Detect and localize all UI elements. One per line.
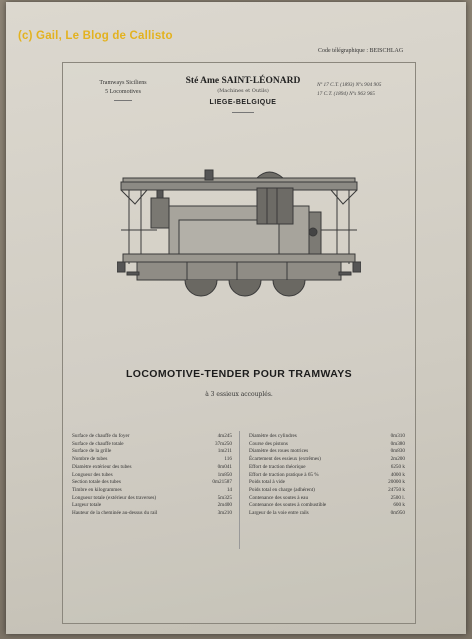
spec-value: 1m850	[217, 471, 232, 478]
spec-row: Course des pistons 0m380	[249, 441, 405, 449]
header-right: Nº 17 C.T. (1893) Nºs 904 905 17 C.T. (1…	[317, 81, 413, 99]
spec-row: Poids total en charge (adhérent) 24750 k	[249, 487, 405, 495]
company-city: LIEGE-BELGIQUE	[209, 99, 277, 106]
spec-value: 3m210	[217, 510, 232, 517]
spec-label: Effort de traction théorique	[249, 463, 306, 470]
spec-label: Hauteur de la cheminée au-dessus du rail	[72, 510, 158, 517]
spec-label: Longueur des tubes	[72, 471, 113, 478]
order-ref-2: 17 C.T. (1894) Nºs 963 965	[317, 91, 375, 97]
spec-value: 0m041	[217, 463, 232, 470]
spec-label: Nombre de tubes	[72, 456, 108, 463]
spec-row: Timbre en kilogrammes 14	[72, 487, 232, 495]
spec-row: Diamètre des roues motrices 0m830	[249, 448, 405, 456]
spec-label: Surface de chauffe totale	[72, 440, 124, 447]
spec-row: Effort de traction pratique à 65 % 4000 k	[249, 472, 405, 480]
spec-value: 0m830	[390, 448, 405, 455]
spec-row: Diamètre des cylindres 0m310	[249, 433, 405, 441]
spec-value: 0m21587	[212, 479, 232, 486]
spec-label: Surface de la grille	[72, 448, 112, 455]
spec-row: Hauteur de la cheminée au-dessus du rail…	[72, 510, 232, 518]
spec-label: Écartement des essieux (extrêmes)	[249, 456, 321, 463]
spec-row: Largeur de la voie entre rails 0m950	[249, 510, 405, 518]
company-name: Sté Ame SAINT-LÉONARD	[185, 76, 301, 86]
spec-label: Section totale des tubes	[72, 479, 121, 486]
spec-row: Écartement des essieux (extrêmes) 2m200	[249, 456, 405, 464]
spec-label: Effort de traction pratique à 65 %	[249, 471, 319, 478]
spec-value: 1m211	[217, 448, 232, 455]
spec-value: 0m380	[390, 440, 405, 447]
column-divider	[239, 431, 240, 549]
spec-value: 2500 l.	[390, 494, 405, 501]
spec-row: Surface de chauffe du foyer 4m245	[72, 433, 232, 441]
telegraph-code: Code télégraphique : BEISCHLAG	[318, 48, 404, 54]
spec-value: 116	[224, 456, 232, 463]
locomotive-drawing	[117, 169, 361, 297]
spec-value: 37m250	[214, 440, 232, 447]
spec-row: Nombre de tubes 116	[72, 456, 232, 464]
spec-label: Poids total à vide	[249, 479, 285, 486]
spec-row: Contenance des soutes à combustible 600 k	[249, 502, 405, 510]
spec-label: Largeur totale	[72, 502, 102, 509]
spec-row: Contenance des soutes à eau 2500 l.	[249, 495, 405, 503]
spec-label: Longueur totale (extérieur des traverses…	[72, 494, 157, 501]
spec-label: Poids total en charge (adhérent)	[249, 486, 315, 493]
spec-value: 0m310	[390, 433, 405, 439]
document-subtitle: à 3 essieux accouplés.	[205, 391, 273, 398]
spec-row: Longueur des tubes 1m850	[72, 472, 232, 480]
spec-value: 24750 k	[388, 486, 405, 493]
spec-row: Surface de chauffe totale 37m250	[72, 441, 232, 449]
spec-value: 2m200	[390, 456, 405, 463]
plate-frame: Tramways Siciliens 5 Locomotives Sté Ame…	[62, 62, 416, 624]
spec-label: Timbre en kilogrammes	[72, 486, 122, 493]
spec-row: Section totale des tubes 0m21587	[72, 479, 232, 487]
spec-value: 4000 k	[390, 471, 405, 478]
spec-value: 600 k	[393, 502, 405, 509]
company-subtitle: (Machines et Outils)	[217, 88, 269, 94]
spec-value: 6250 k	[390, 463, 405, 470]
document-title: LOCOMOTIVE-TENDER POUR TRAMWAYS	[125, 368, 353, 380]
spec-label: Surface de chauffe du foyer	[72, 433, 130, 439]
divider-rule	[114, 100, 132, 101]
spec-label: Diamètre des cylindres	[249, 433, 297, 439]
spec-row: Diamètre extérieur des tubes 0m041	[72, 464, 232, 472]
spec-row: Largeur totale 2m400	[72, 502, 232, 510]
spec-label: Diamètre des roues motrices	[249, 448, 309, 455]
spec-value: 2m400	[217, 502, 232, 509]
spec-label: Diamètre extérieur des tubes	[72, 463, 132, 470]
spec-row: Effort de traction théorique 6250 k	[249, 464, 405, 472]
spec-value: 14	[226, 486, 232, 493]
spec-label: Largeur de la voie entre rails	[249, 510, 309, 517]
quantity: 5 Locomotives	[105, 89, 141, 95]
order-ref-1: Nº 17 C.T. (1893) Nºs 904 905	[317, 82, 382, 88]
spec-value: 0m950	[390, 510, 405, 517]
spec-value: 5m325	[217, 494, 232, 501]
spec-label: Course des pistons	[249, 440, 288, 447]
client-name: Tramways Siciliens	[99, 80, 147, 86]
divider-rule	[232, 112, 254, 113]
spec-label: Contenance des soutes à eau	[249, 494, 309, 501]
spec-value: 4m245	[217, 433, 232, 439]
header-left: Tramways Siciliens 5 Locomotives	[73, 79, 173, 101]
watermark: (c) Gail, Le Blog de Callisto	[18, 30, 173, 42]
catalog-page: Code télégraphique : BEISCHLAG Tramways …	[6, 2, 466, 634]
spec-row: Longueur totale (extérieur des traverses…	[72, 495, 232, 503]
spec-value: 20000 k	[388, 479, 405, 486]
header-center: Sté Ame SAINT-LÉONARD (Machines et Outil…	[173, 76, 313, 113]
spec-row: Poids total à vide 20000 k	[249, 479, 405, 487]
spec-label: Contenance des soutes à combustible	[249, 502, 327, 509]
spec-row: Surface de la grille 1m211	[72, 448, 232, 456]
